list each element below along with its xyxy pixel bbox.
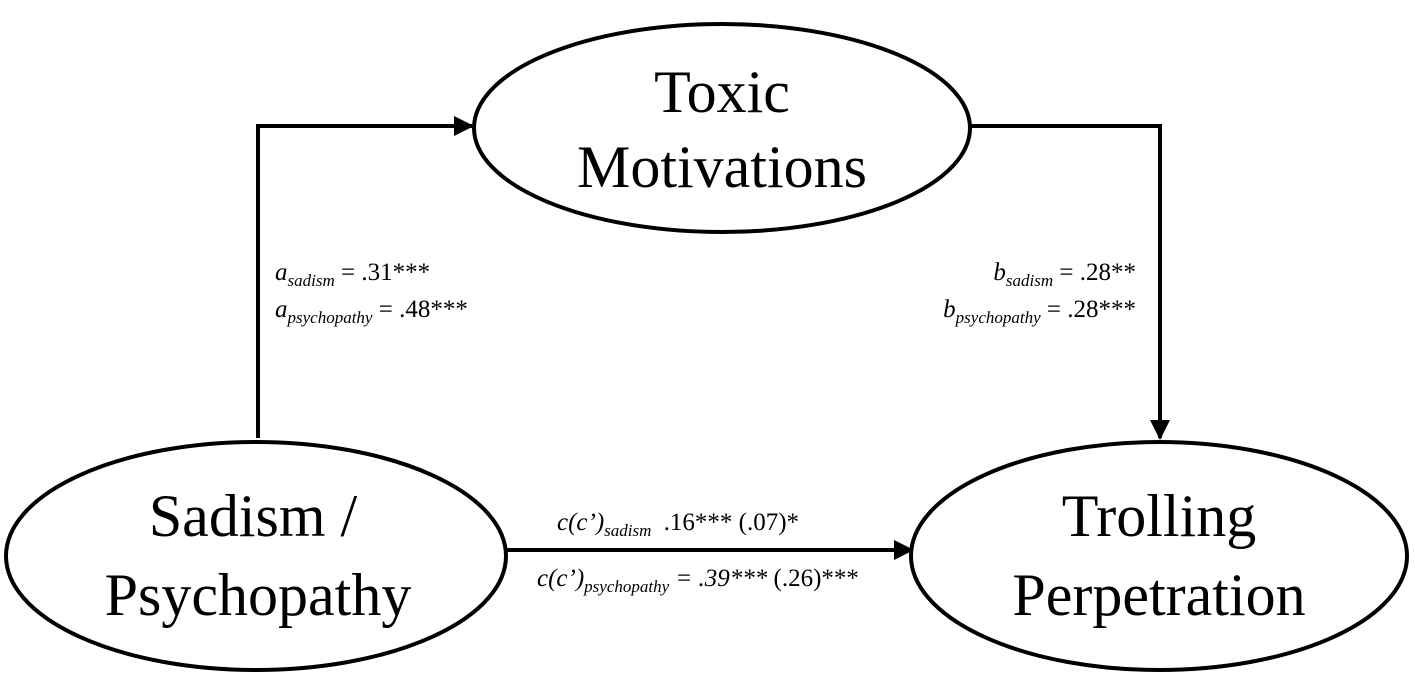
coef-b-sadism: bsadism = .28**: [993, 259, 1136, 290]
coef-a-sadism: asadism = .31***: [275, 259, 430, 290]
coef-a-psychopathy: apsychopathy = .48***: [275, 296, 468, 327]
path-a-arrow: [256, 116, 474, 438]
node-toxic-line1: Toxic: [654, 59, 790, 125]
coef-c-psychopathy: c(c’)psychopathy = .39*** (.26)***: [537, 565, 859, 596]
node-outcome-line2: Perpetration: [1012, 562, 1305, 628]
node-toxic-motivations: Toxic Motivations: [472, 22, 972, 234]
node-sadism-psychopathy: Sadism / Psychopathy: [4, 440, 508, 672]
path-b-arrow: [968, 124, 1170, 440]
coef-c-sadism: c(c’)sadism .16*** (.07)*: [557, 509, 799, 540]
coef-b-psychopathy: bpsychopathy = .28***: [943, 296, 1136, 327]
node-predictor-line2: Psychopathy: [105, 562, 412, 628]
node-toxic-line2: Motivations: [577, 134, 867, 200]
node-outcome-line1: Trolling: [1062, 483, 1257, 549]
node-predictor-line1: Sadism /: [149, 483, 358, 549]
node-trolling-perpetration: Trolling Perpetration: [909, 440, 1409, 672]
